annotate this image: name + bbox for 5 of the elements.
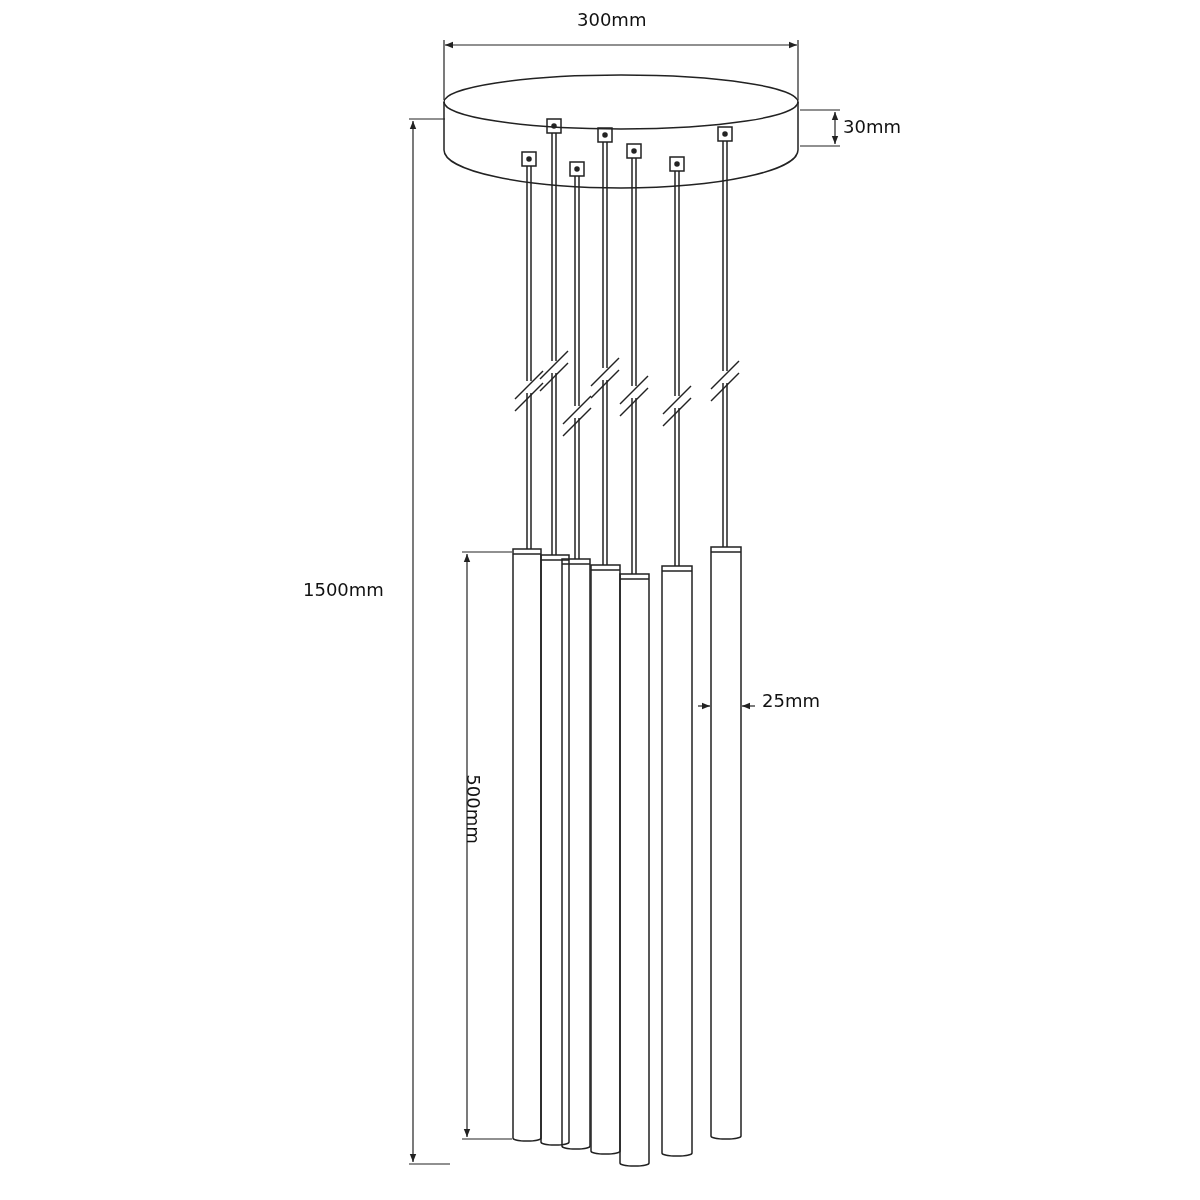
dimension-label: 300mm: [577, 11, 647, 29]
dimension-label: 25mm: [762, 692, 820, 710]
dimension-label: 1500mm: [303, 581, 384, 599]
dimension-label: 500mm: [463, 774, 482, 844]
dimension-label: 30mm: [843, 118, 901, 136]
